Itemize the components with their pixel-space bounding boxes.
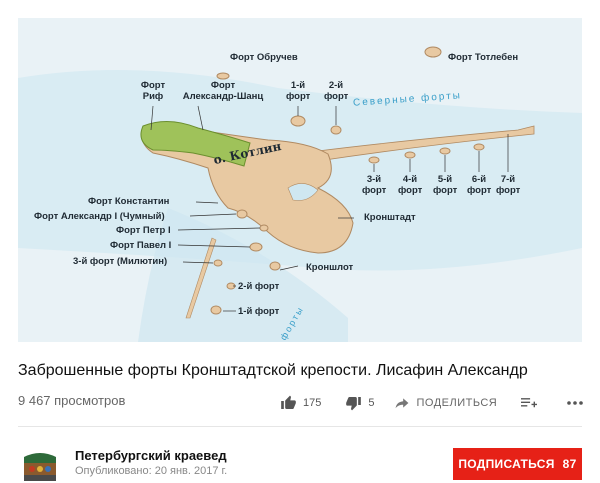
channel-avatar-image: [20, 447, 60, 483]
like-button[interactable]: 175: [280, 395, 321, 411]
view-count: 9 467 просмотров: [18, 393, 126, 408]
kronshlot-label: Кроншлот: [306, 262, 354, 273]
kotlin-island: [141, 123, 354, 254]
add-to-playlist-icon: [521, 398, 538, 408]
southern-dam: [185, 237, 217, 319]
subscriber-count: 87: [562, 457, 577, 471]
thumb-down-icon: [346, 397, 362, 411]
fort-konstantin-label: Форт Константин: [88, 196, 170, 207]
subscribe-button[interactable]: ПОДПИСАТЬСЯ 87: [453, 448, 582, 480]
dislike-count: 5: [368, 397, 375, 409]
fort-obruchev-label: Форт Обручев: [230, 52, 298, 63]
section-divider: [18, 426, 582, 427]
thumb-up-icon: [281, 395, 296, 409]
fort-1-south-label: 1-й форт: [238, 306, 280, 317]
island-green-west: [140, 121, 251, 167]
video-thumbnail-map[interactable]: Северные форты форты о. Котлин Форт Обру…: [18, 18, 582, 342]
fort-pavel1-label: Форт Павел I: [110, 240, 172, 251]
more-actions-button[interactable]: [567, 400, 589, 406]
share-icon: [396, 398, 409, 409]
share-button[interactable]: ПОДЕЛИТЬСЯ: [394, 396, 497, 410]
more-icon: [567, 401, 584, 405]
kotlin-map-drawing: [18, 46, 582, 342]
share-label: ПОДЕЛИТЬСЯ: [416, 397, 498, 409]
add-to-playlist-button[interactable]: [519, 396, 543, 410]
fort-milyutin-label: 3-й форт (Милютин): [73, 256, 168, 267]
channel-avatar[interactable]: [20, 447, 60, 483]
kronshtadt-label: Кронштадт: [364, 212, 416, 223]
northern-dam: [317, 125, 535, 162]
dislike-button[interactable]: 5: [345, 395, 374, 411]
subscribe-label: ПОДПИСАТЬСЯ: [458, 457, 555, 471]
fort-petr1-label: Форт Петр I: [116, 225, 171, 236]
fort-2-south-label: 2-й форт: [238, 281, 280, 292]
like-count: 175: [303, 397, 322, 409]
fort-totleben-label: Форт Тотлебен: [448, 52, 519, 63]
channel-name[interactable]: Петербургский краевед: [75, 448, 227, 463]
publish-date: Опубликовано: 20 янв. 2017 г.: [75, 465, 228, 477]
fort-alexander1-label: Форт Александр I (Чумный): [34, 211, 165, 222]
video-title: Заброшенные форты Кронштадтской крепости…: [18, 362, 528, 379]
video-actions-bar: 175 5 ПОДЕЛИТЬСЯ: [280, 394, 600, 412]
